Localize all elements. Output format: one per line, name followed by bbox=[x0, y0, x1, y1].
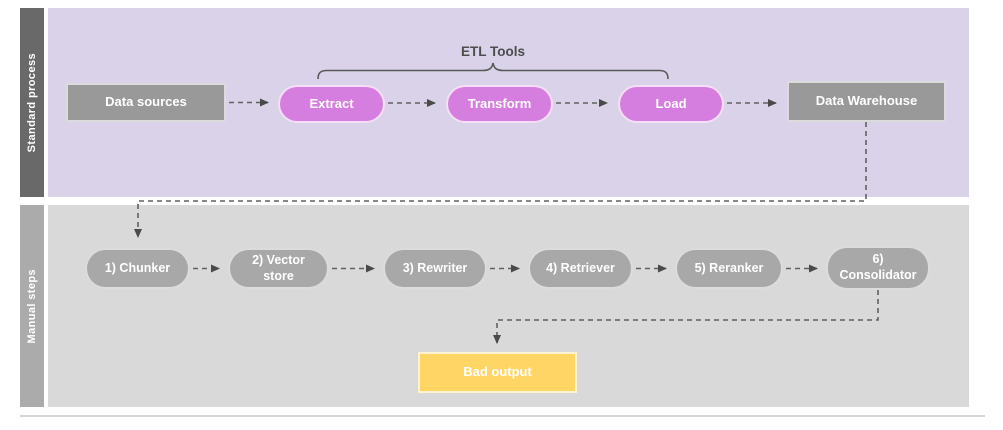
lane-header-standard-process: Standard process bbox=[20, 8, 44, 197]
node-load: Load bbox=[618, 85, 724, 123]
node-retriever: 4) Retriever bbox=[528, 248, 633, 289]
lane-header-manual-steps: Manual steps bbox=[20, 205, 44, 407]
lane-label-manual-steps: Manual steps bbox=[26, 268, 38, 344]
bottom-divider bbox=[20, 415, 985, 417]
etl-tools-label: ETL Tools bbox=[461, 44, 525, 59]
node-transform: Transform bbox=[446, 85, 553, 123]
node-bad-output: Bad output bbox=[418, 352, 577, 393]
node-data-sources: Data sources bbox=[66, 83, 226, 122]
node-extract: Extract bbox=[278, 85, 385, 123]
node-reranker: 5) Reranker bbox=[675, 248, 783, 289]
node-rewriter: 3) Rewriter bbox=[383, 248, 487, 289]
lane-label-standard-process: Standard process bbox=[26, 52, 38, 153]
node-vector-store: 2) Vector store bbox=[228, 248, 329, 289]
node-chunker: 1) Chunker bbox=[85, 248, 190, 289]
node-consolidator: 6) Consolidator bbox=[826, 246, 930, 290]
node-data-warehouse: Data Warehouse bbox=[787, 81, 946, 122]
